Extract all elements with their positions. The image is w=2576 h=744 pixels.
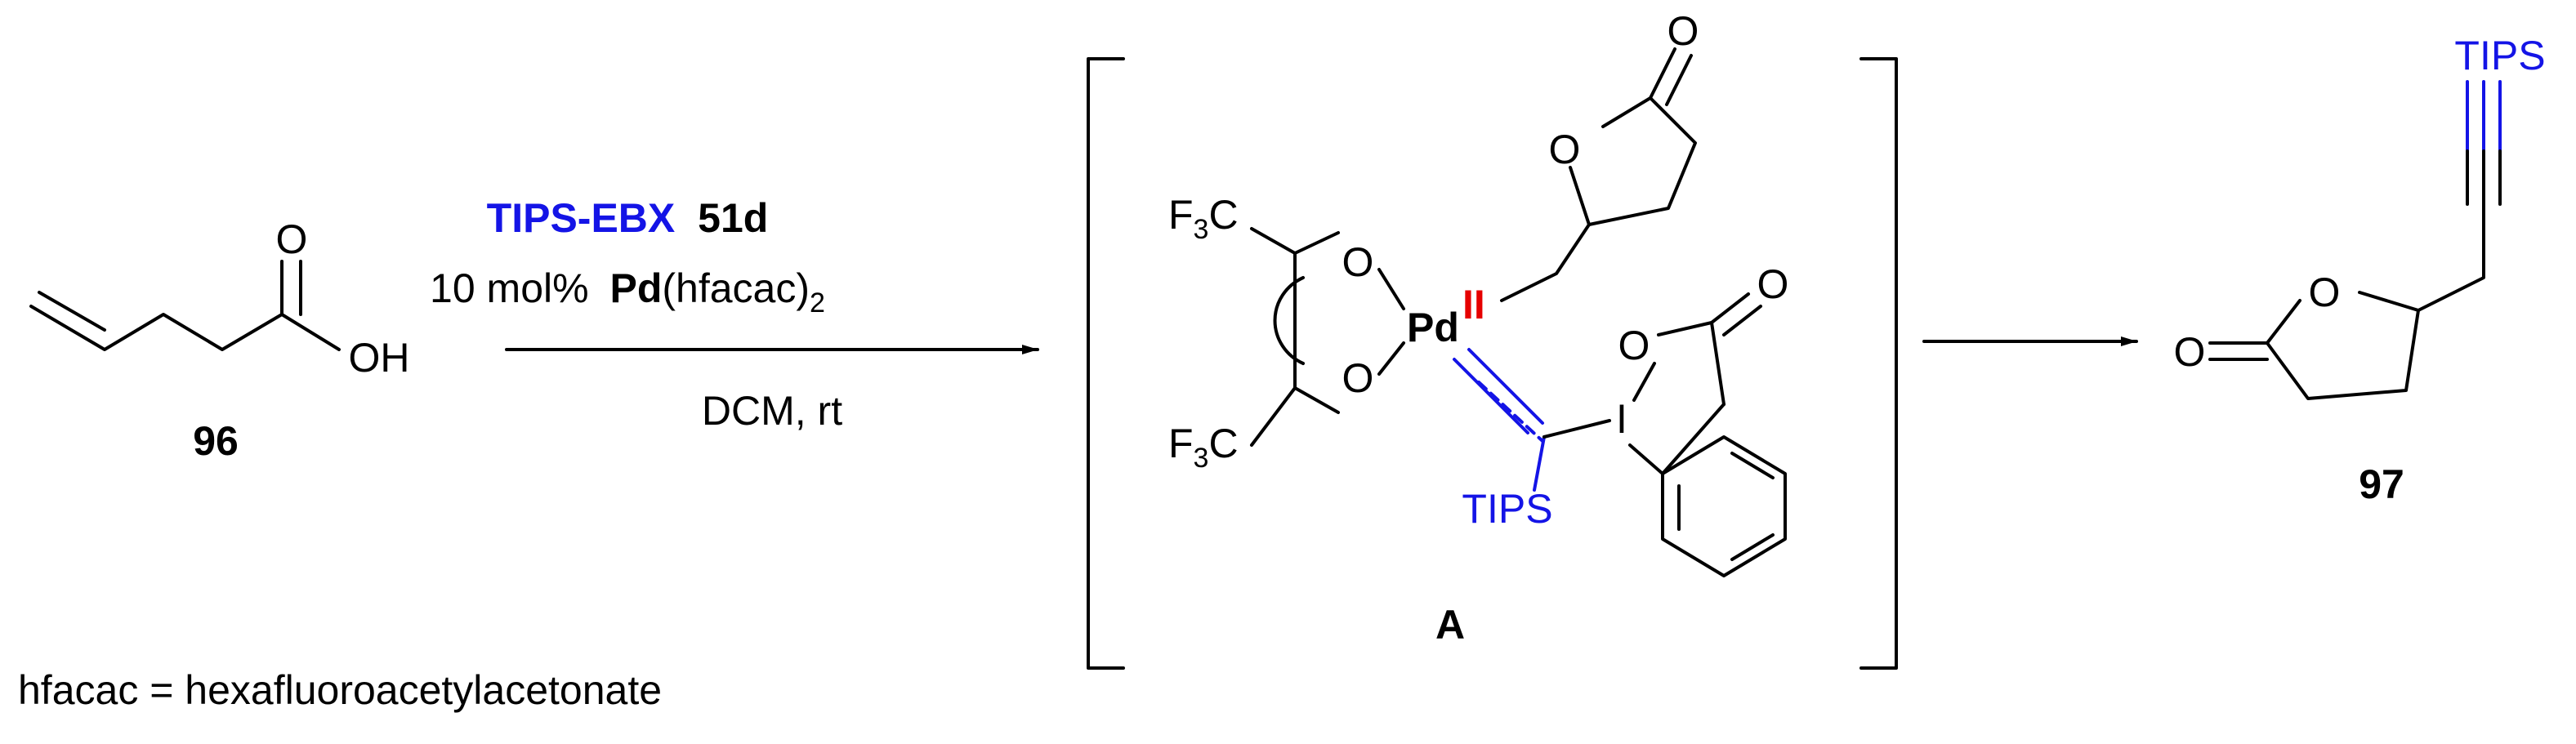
tips-on-intermediate: TIPS [1462,486,1552,532]
atom-iodine: I [1616,396,1627,442]
compound-label-97: 97 [2359,461,2404,507]
lactone-carbonyl-oxygen: O [1667,8,1699,54]
atom-O-chelate-1: O [1342,239,1374,285]
catalyst-line: 10 mol% Pd(hfacac)2 [430,265,825,319]
bracket-right [1859,57,1898,670]
reagent-number: 51d [698,195,768,241]
oxidation-state-II: II [1462,282,1485,327]
tips-on-product: TIPS [2454,33,2545,78]
product-carbonyl-oxygen: O [2174,329,2206,375]
footnote-hfacac-definition: hfacac = hexafluoroacetylacetonate [18,667,662,713]
atom-hydroxyl: OH [349,335,410,381]
intermediate-label-A: A [1435,602,1465,648]
benziodoxole-carbonyl-oxygen: O [1757,261,1789,307]
atom-oxygen-carbonyl: O [276,216,308,262]
cf3-bottom: F3C [1168,421,1239,474]
cf3-top: F3C [1168,192,1239,245]
product-ring-oxygen: O [2309,270,2341,315]
compound-label-96: 96 [193,418,239,464]
solvent-temperature: DCM, rt [702,388,842,434]
reagent-line: TIPS-EBX 51d [487,195,769,241]
benziodoxole-oxygen: O [1618,323,1650,368]
reagent-name: TIPS-EBX [487,195,676,241]
lactone-ring-oxygen: O [1549,127,1581,172]
bracket-left [1087,57,1125,670]
product-97-structure: TIPS O O [2174,33,2546,400]
atom-O-chelate-2: O [1342,355,1374,401]
reactant-96-structure: O OH [29,216,410,381]
intermediate-A-structure: F3C F3C O O Pd II O O TIPS I O [1168,8,1789,577]
palladium-center: Pd [1407,305,1459,350]
